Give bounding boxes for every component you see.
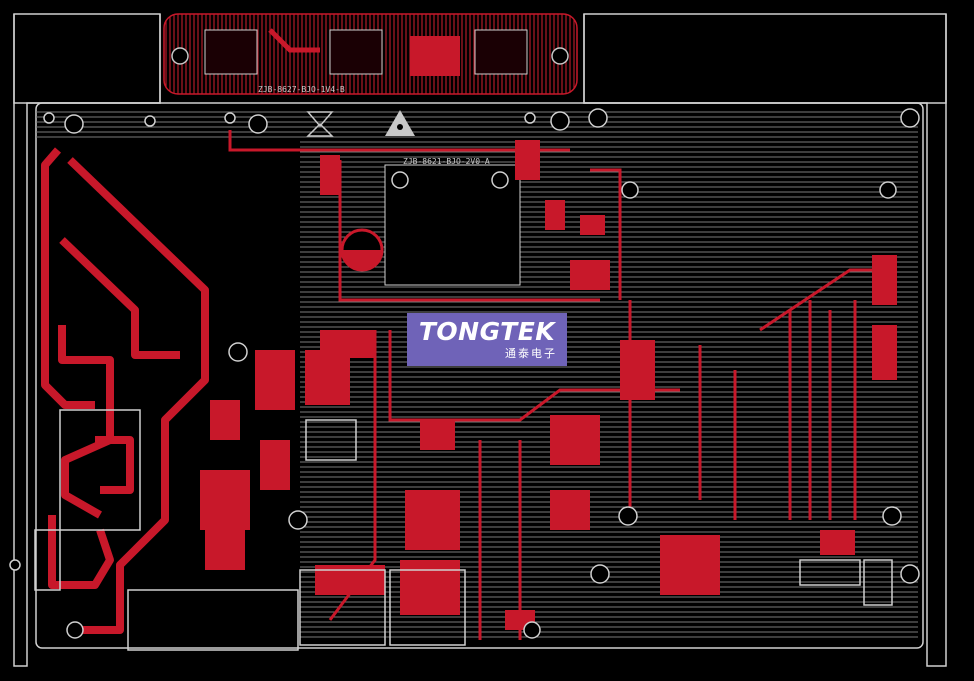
mounting-hole-icon (523, 621, 541, 639)
top-board-label: ZJB-8627-BJO-1V4-B (258, 85, 345, 94)
mounting-hole-icon (288, 510, 308, 530)
mounting-hole-icon (900, 108, 920, 128)
mounting-hole-icon (248, 114, 268, 134)
mounting-hole-icon (882, 506, 902, 526)
mounting-hole-icon (224, 112, 236, 124)
signal-traces (228, 130, 875, 640)
mounting-hole-icon (144, 115, 156, 127)
mounting-hole-icon (391, 171, 409, 189)
mounting-hole-icon (879, 181, 897, 199)
mounting-hole-icon (618, 506, 638, 526)
mounting-hole-icon (550, 111, 570, 131)
no-dispose-icon (306, 111, 334, 137)
power-traces (41, 147, 209, 634)
mounting-hole-icon (43, 112, 55, 124)
mounting-holes (9, 108, 920, 639)
mounting-hole-icon (228, 342, 248, 362)
main-board-label: ZJB-8621-BJO-2V0-A (403, 157, 490, 166)
logo-name: TONGTEK (418, 316, 556, 346)
mounting-hole-icon (524, 112, 536, 124)
mounting-hole-icon (64, 114, 84, 134)
ground-pour (36, 110, 918, 640)
electrolytic-capacitor (340, 228, 384, 272)
connector-outlines (34, 409, 893, 651)
brand-logo: TONGTEK 通泰电子 (407, 313, 567, 366)
top-daughter-board (163, 13, 578, 95)
mounting-hole-icon (9, 559, 21, 571)
mounting-hole-icon (590, 564, 610, 584)
mounting-hole-icon (621, 181, 639, 199)
mounting-hole-icon (588, 108, 608, 128)
mounting-hole-icon (900, 564, 920, 584)
mounting-hole-icon (66, 621, 84, 639)
board-outline (13, 13, 947, 667)
logo-subtitle: 通泰电子 (505, 346, 557, 360)
mounting-hole-icon (491, 171, 509, 189)
esd-warning-icon (385, 110, 415, 136)
